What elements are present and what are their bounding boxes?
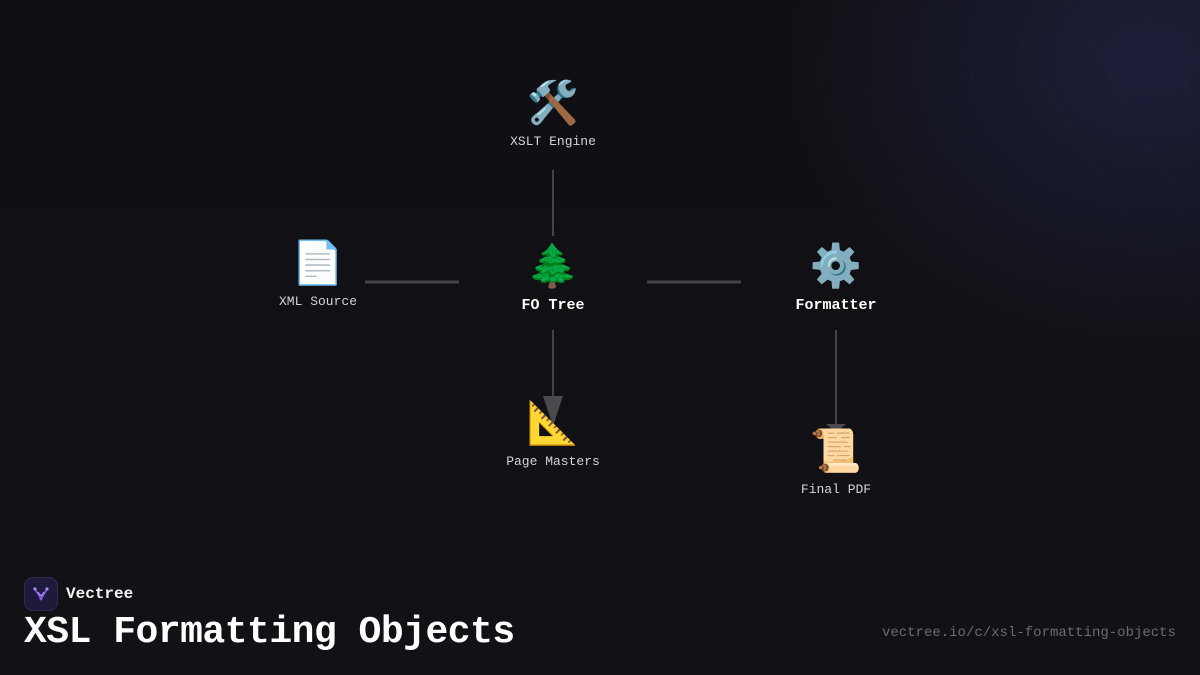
node-xslt-engine: 🛠️ XSLT Engine: [510, 76, 596, 149]
gear-icon: ⚙️: [809, 241, 863, 290]
tree-icon: 🌲: [526, 241, 580, 290]
node-formatter: ⚙️ Formatter: [795, 239, 876, 314]
node-final-pdf: 📜 Final PDF: [801, 424, 871, 497]
node-xml-source: 📄 XML Source: [279, 236, 357, 309]
hammer-wrench-icon: 🛠️: [526, 78, 580, 127]
node-label-formatter: Formatter: [795, 297, 877, 314]
scroll-icon: 📜: [809, 426, 863, 475]
triangular-ruler-icon: 📐: [526, 398, 580, 447]
node-label-xml-source: XML Source: [278, 294, 358, 309]
node-fo-tree: 🌲 FO Tree: [521, 239, 584, 314]
node-label-fo-tree: FO Tree: [521, 297, 585, 314]
vectree-logo-icon: [24, 577, 58, 611]
node-label-xslt-engine: XSLT Engine: [510, 134, 596, 149]
document-icon: 📄: [291, 238, 345, 287]
node-page-masters: 📐 Page Masters: [506, 396, 600, 469]
page-url[interactable]: vectree.io/c/xsl-formatting-objects: [881, 625, 1176, 641]
node-label-final-pdf: Final PDF: [800, 482, 872, 497]
page-title: XSL Formatting Objects: [24, 611, 515, 654]
arrowhead-final-pdf: [826, 424, 846, 432]
brand-name: Vectree: [66, 585, 134, 603]
node-label-page-masters: Page Masters: [506, 454, 600, 469]
brand[interactable]: Vectree: [24, 577, 133, 611]
arrowhead-page-masters: [543, 396, 563, 426]
